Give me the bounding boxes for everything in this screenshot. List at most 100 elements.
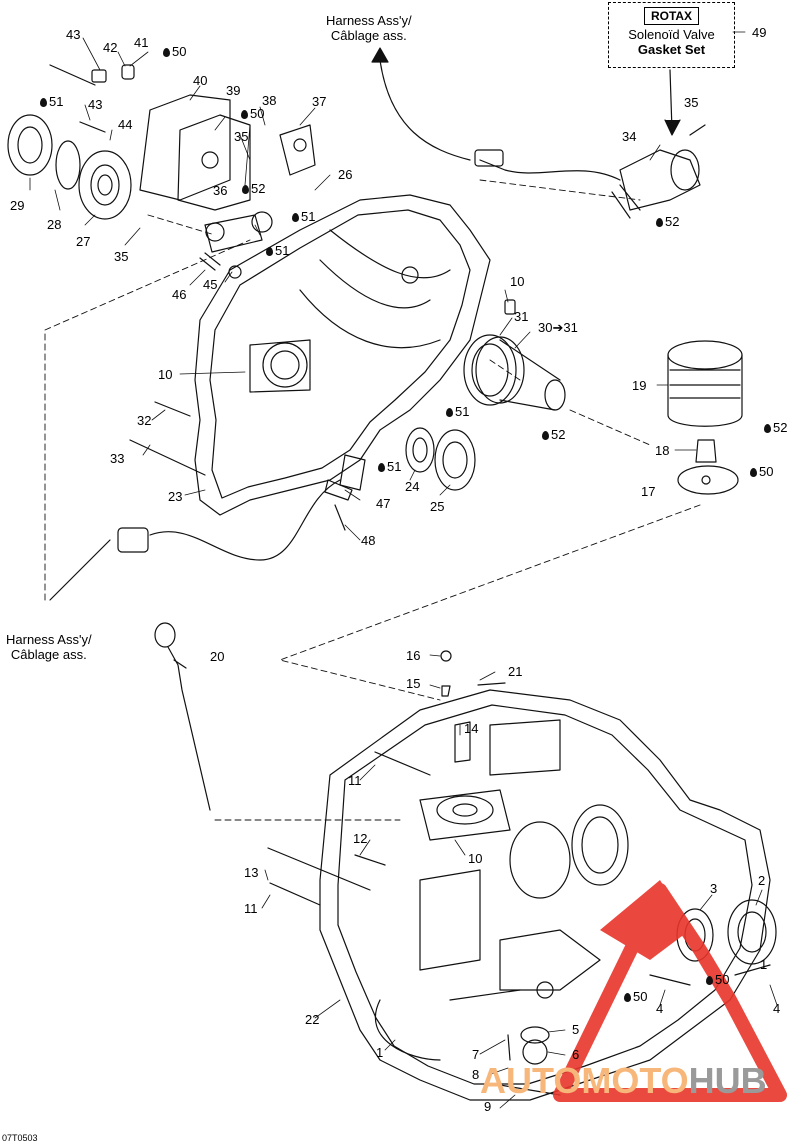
callout: 47	[376, 496, 391, 511]
oil-drop-icon	[292, 213, 299, 222]
harness-caption-line1: Harness Ass'y/	[326, 13, 412, 28]
callout: 1	[376, 1045, 384, 1060]
callout: 3	[710, 881, 718, 896]
arrow-icon	[371, 47, 389, 63]
oil-drop-icon	[706, 976, 713, 985]
kit-line1: Solenoïd Valve	[628, 27, 715, 42]
upper-cover-outline	[194, 194, 491, 516]
oil-drop-icon	[764, 424, 771, 433]
callout: 4	[656, 1001, 664, 1016]
callout: 43	[88, 97, 103, 112]
callout: 41	[134, 35, 149, 50]
callout: 17	[641, 484, 656, 499]
callout: 5	[572, 1022, 580, 1037]
callout: 20	[210, 649, 225, 664]
callout: 43	[66, 27, 81, 42]
kit-brand: ROTAX	[643, 7, 700, 25]
callout: 8	[472, 1067, 480, 1082]
callout: 6	[572, 1047, 580, 1062]
leader-lines	[29, 31, 778, 1109]
callout: 16	[406, 648, 421, 663]
callout-oil-drop: 51	[292, 210, 315, 223]
callout: 28	[47, 217, 62, 232]
oil-drop-icon	[40, 98, 47, 107]
callout: 42	[103, 40, 118, 55]
callout-oil-drop: 50	[163, 45, 186, 58]
callout: 30➔31	[538, 320, 578, 335]
bolts-upper	[129, 401, 206, 476]
callout: 15	[406, 676, 421, 691]
harness-caption-top: Harness Ass'y/ Câblage ass.	[326, 13, 412, 44]
callout-oil-drop: 51	[266, 244, 289, 257]
callout-oil-drop: 52	[764, 421, 787, 434]
callout: 19	[632, 378, 647, 393]
watermark-part2: HUB	[688, 1060, 767, 1101]
callout: 34	[622, 129, 637, 144]
callout: 46	[172, 287, 187, 302]
callout: 18	[655, 443, 670, 458]
harness-caption-line2: Câblage ass.	[10, 646, 87, 662]
callout-oil-drop: 51	[378, 460, 401, 473]
callout: 45	[203, 277, 218, 292]
watermark-text: AUTOMOTOHUB	[480, 1060, 767, 1102]
callout-oil-drop: 50	[241, 107, 264, 120]
oil-drop-icon	[750, 468, 757, 477]
top-left-plates	[139, 94, 316, 211]
callout: 38	[262, 93, 277, 108]
callout: 23	[168, 489, 183, 504]
oil-drop-icon	[542, 431, 549, 440]
callout: 22	[305, 1012, 320, 1027]
callout: 31	[514, 309, 529, 324]
callout: 14	[464, 721, 479, 736]
bolts-lower	[267, 650, 506, 906]
callout: 24	[405, 479, 420, 494]
callout: 21	[508, 664, 523, 679]
callout-oil-drop: 52	[656, 215, 679, 228]
oil-drop-icon	[266, 247, 273, 256]
oil-drop-icon	[656, 218, 663, 227]
callout-oil-drop: 51	[40, 95, 63, 108]
callout: 35	[684, 95, 699, 110]
callout: 44	[118, 117, 133, 132]
callout: 48	[361, 533, 376, 548]
oil-drop-icon	[242, 185, 249, 194]
callout: 10	[510, 274, 525, 289]
callout: 35	[114, 249, 129, 264]
watermark-logo	[553, 880, 787, 1102]
callout: 29	[10, 198, 25, 213]
callout: 40	[193, 73, 208, 88]
watermark-part1: AUTOMOTO	[480, 1060, 689, 1101]
callout: 10	[158, 367, 173, 382]
oil-filter	[667, 340, 743, 495]
callout: 25	[430, 499, 445, 514]
callout-49: 49	[752, 25, 767, 40]
callout: 32	[137, 413, 152, 428]
callout: 10	[468, 851, 483, 866]
callout-oil-drop: 52	[542, 428, 565, 441]
output-shaft	[324, 299, 566, 531]
callout: 4	[773, 1001, 781, 1016]
callout: 13	[244, 865, 259, 880]
callout: 35	[234, 129, 249, 144]
callout: 37	[312, 94, 327, 109]
callout: 33	[110, 451, 125, 466]
wire-harness	[49, 59, 621, 601]
callout: 39	[226, 83, 241, 98]
oil-drop-icon	[378, 463, 385, 472]
solenoid-gasket-kit-box: ROTAX Solenoïd Valve Gasket Set	[608, 2, 735, 68]
harness-caption-line1: Harness Ass'y/	[6, 632, 92, 647]
bearing-group-left	[7, 64, 135, 220]
callout: 26	[338, 167, 353, 182]
callout-oil-drop: 50	[624, 990, 647, 1003]
callout: 1	[760, 957, 768, 972]
oil-drop-icon	[241, 110, 248, 119]
harness-caption-left: Harness Ass'y/ Câblage ass.	[6, 632, 92, 663]
callout-oil-drop: 51	[446, 405, 469, 418]
lower-crankcase-outline	[319, 689, 771, 1101]
callout-oil-drop: 52	[242, 182, 265, 195]
bearing-group-lower	[499, 899, 777, 1096]
kit-line2: Gasket Set	[637, 42, 706, 57]
oil-drop-icon	[446, 408, 453, 417]
callout: 11	[348, 773, 362, 788]
